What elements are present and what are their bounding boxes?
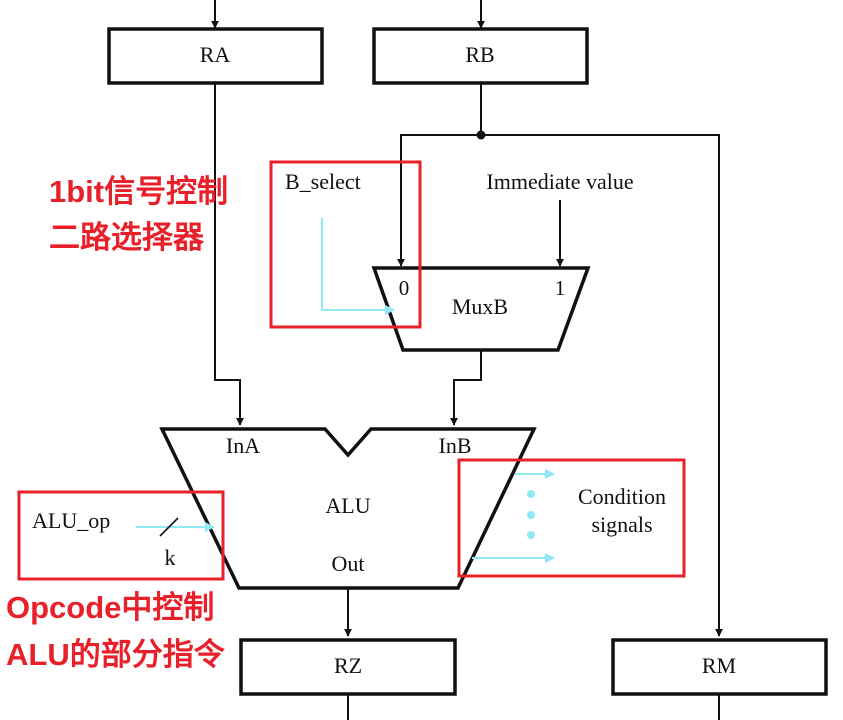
register-rz-label: RZ bbox=[334, 653, 362, 678]
alu-out-label: Out bbox=[332, 551, 365, 576]
register-rm-label: RM bbox=[702, 653, 736, 678]
rb-to-mux0-wire bbox=[397, 134, 481, 267]
rb-to-rm-wire bbox=[481, 134, 723, 637]
condition-signals-highlight-box bbox=[457, 458, 686, 578]
alu-op-highlight-box bbox=[17, 490, 225, 581]
condition-signals-line1: Condition bbox=[578, 484, 666, 509]
alu: InA InB ALU Out bbox=[159, 427, 537, 590]
mux-annotation-line1: 1bit信号控制 bbox=[49, 174, 228, 209]
condition-dot-2 bbox=[527, 511, 535, 519]
register-rz: RZ bbox=[239, 638, 457, 696]
mux-input0-label: 0 bbox=[399, 276, 410, 300]
register-ra: RA bbox=[107, 27, 324, 85]
alu-op-width-label: k bbox=[165, 545, 176, 570]
register-rm: RM bbox=[611, 638, 828, 696]
alu-annotation-line2: ALU的部分指令 bbox=[6, 637, 226, 672]
mux-annotation-line2: 二路选择器 bbox=[49, 220, 205, 255]
condition-signals-line2: signals bbox=[591, 512, 652, 537]
mux-b-label: MuxB bbox=[452, 294, 508, 319]
alu-name-label: ALU bbox=[325, 493, 370, 518]
alu-inb-label: InB bbox=[439, 433, 472, 458]
alu-op-label: ALU_op bbox=[32, 508, 110, 533]
register-ra-label: RA bbox=[200, 42, 231, 67]
ra-to-ina-wire bbox=[214, 84, 244, 426]
mux-b: MuxB 0 1 bbox=[371, 266, 591, 352]
alu-op-bus-slash bbox=[159, 517, 179, 537]
condition-dot-3 bbox=[527, 531, 535, 539]
mux-input1-label: 1 bbox=[555, 276, 566, 300]
b-select-signal-arrow bbox=[321, 218, 395, 315]
alu-annotation-line1: Opcode中控制 bbox=[6, 590, 214, 625]
b-select-label: B_select bbox=[285, 169, 361, 194]
mux-select-highlight-box bbox=[269, 160, 422, 329]
mux-to-inb-wire bbox=[450, 351, 482, 426]
immediate-value-label: Immediate value bbox=[486, 169, 633, 194]
alu-ina-label: InA bbox=[226, 433, 260, 458]
condition-dot-1 bbox=[527, 490, 535, 498]
register-rb-label: RB bbox=[465, 42, 494, 67]
register-rb: RB bbox=[372, 27, 589, 85]
